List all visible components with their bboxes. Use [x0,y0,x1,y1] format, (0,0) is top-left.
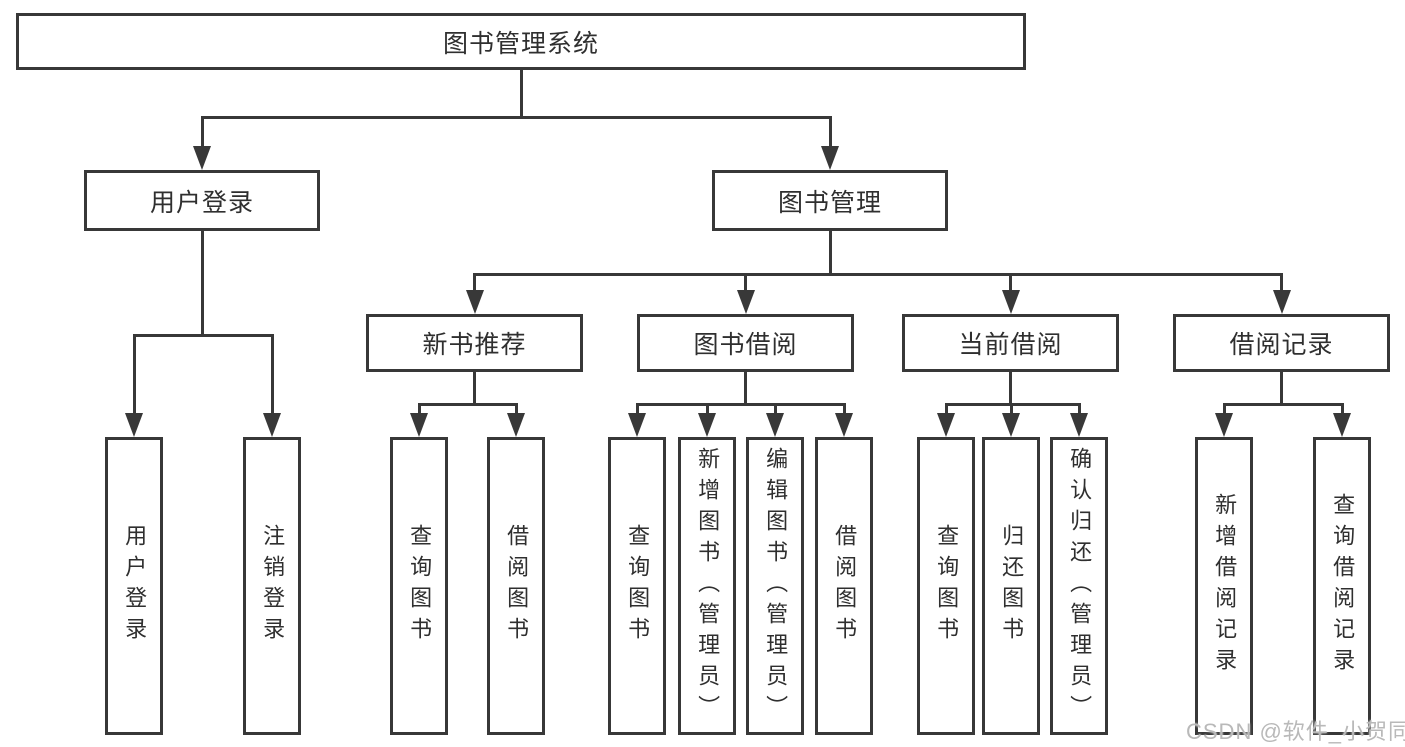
arrow-down-icon [937,413,955,437]
arrow-down-icon [766,413,784,437]
leaf-logout-label: 注销登录 [260,524,286,648]
connector-line [1223,403,1226,414]
node-book-borrowing-label: 图书借阅 [693,331,798,359]
leaf-query-borrow-record-label: 查询借阅记录 [1330,493,1356,679]
connector-line [744,372,747,405]
connector-line [945,403,948,414]
arrow-down-icon [466,290,484,314]
arrow-down-icon [1002,413,1020,437]
node-current-borrowing-label: 当前借阅 [958,331,1063,359]
connector-line [706,403,709,414]
leaf-query-borrow-record: 查询借阅记录 [1313,437,1371,735]
node-user-login-label: 用户登录 [149,188,254,217]
connector-line [636,403,846,406]
leaf-query-books-3-label: 查询图书 [934,524,960,648]
connector-line [829,231,832,275]
node-book-management: 图书管理 [712,170,948,231]
leaf-query-books-1: 查询图书 [390,437,448,735]
connector-line [271,334,274,414]
connector-line [744,273,747,291]
arrow-down-icon [507,413,525,437]
leaf-query-books-2-label: 查询图书 [625,524,651,648]
connector-line [473,273,1283,276]
arrow-down-icon [628,413,646,437]
node-borrowing-records: 借阅记录 [1173,314,1390,372]
connector-line [1223,403,1344,406]
leaf-add-books-admin: 新增图书（管理员） [678,437,736,735]
connector-line [520,70,523,117]
connector-line [843,403,846,414]
arrow-down-icon [125,413,143,437]
arrow-down-icon [193,146,211,170]
arrow-down-icon [1002,290,1020,314]
arrow-down-icon [737,290,755,314]
leaf-user-login: 用户登录 [105,437,163,735]
leaf-add-books-admin-label: 新增图书（管理员） [695,446,721,726]
leaf-borrow-books-2-label: 借阅图书 [832,524,858,648]
connector-line [473,273,476,291]
arrow-down-icon [698,413,716,437]
leaf-query-books-1-label: 查询图书 [407,524,433,648]
connector-line [1341,403,1344,414]
arrow-down-icon [821,146,839,170]
leaf-borrow-books-1-label: 借阅图书 [504,524,530,648]
leaf-edit-books-admin-label: 编辑图书（管理员） [763,446,789,726]
leaf-edit-books-admin: 编辑图书（管理员） [746,437,804,735]
connector-line [418,403,421,414]
node-current-borrowing: 当前借阅 [902,314,1119,372]
connector-line [418,403,518,406]
node-new-book-recommend: 新书推荐 [366,314,583,372]
connector-line [515,403,518,414]
node-book-management-label: 图书管理 [777,188,882,217]
connector-line [201,116,832,119]
arrow-down-icon [1215,413,1233,437]
watermark-text: CSDN @软件_小贺同学 [1186,719,1405,744]
connector-line [133,334,136,414]
arrow-down-icon [410,413,428,437]
leaf-borrow-books-1: 借阅图书 [487,437,545,735]
arrow-down-icon [263,413,281,437]
connector-line [1280,372,1283,405]
arrow-down-icon [835,413,853,437]
leaf-add-borrow-record: 新增借阅记录 [1195,437,1253,735]
node-borrowing-records-label: 借阅记录 [1229,331,1334,359]
connector-line [1280,273,1283,291]
connector-line [1078,403,1081,414]
node-root: 图书管理系统 [16,13,1026,70]
connector-line [201,231,204,336]
arrow-down-icon [1333,413,1351,437]
node-new-book-recommend-label: 新书推荐 [422,331,527,359]
connector-line [636,403,639,414]
leaf-query-books-3: 查询图书 [917,437,975,735]
arrow-down-icon [1070,413,1088,437]
leaf-borrow-books-2: 借阅图书 [815,437,873,735]
arrow-down-icon [1273,290,1291,314]
node-book-borrowing: 图书借阅 [637,314,854,372]
leaf-return-books: 归还图书 [982,437,1040,735]
leaf-logout: 注销登录 [243,437,301,735]
connector-line [473,372,476,405]
node-root-label: 图书管理系统 [442,29,599,58]
connector-line [774,403,777,414]
node-user-login: 用户登录 [84,170,320,231]
leaf-add-borrow-record-label: 新增借阅记录 [1212,493,1238,679]
connector-line [1009,372,1012,405]
leaf-return-books-label: 归还图书 [999,524,1025,648]
leaf-confirm-return-admin: 确认归还（管理员） [1050,437,1108,735]
connector-line [201,116,204,146]
leaf-query-books-2: 查询图书 [608,437,666,735]
leaf-confirm-return-admin-label: 确认归还（管理员） [1067,446,1093,726]
connector-line [133,334,274,337]
leaf-user-login-label: 用户登录 [122,524,148,648]
connector-line [1009,273,1012,291]
connector-line [829,116,832,146]
connector-line [1010,403,1013,414]
connector-line [945,403,1081,406]
